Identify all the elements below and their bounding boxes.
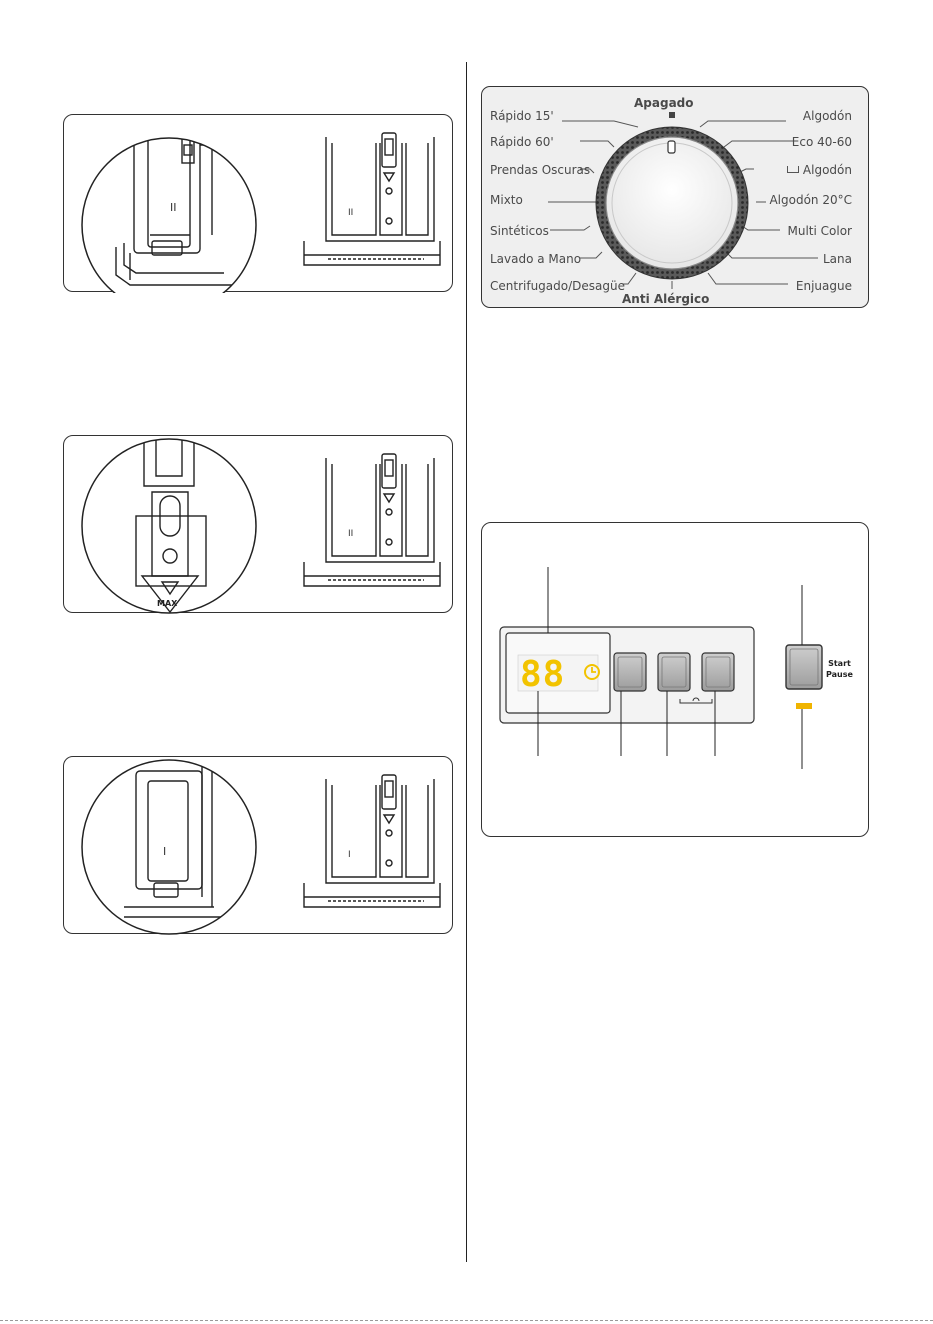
page-bottom-rule <box>0 1320 933 1321</box>
max-mark: MAX <box>157 599 178 608</box>
program-dial-panel: Apagado Anti Alérgico Rápido 15' Rápido … <box>481 86 869 308</box>
detergent-drawer-1: II <box>304 133 440 265</box>
program-sinteticos: Sintéticos <box>490 224 549 238</box>
dial-label-apagado: Apagado <box>634 96 694 110</box>
program-rapido-60: Rápido 60' <box>490 135 554 149</box>
start-label-text: Start <box>826 658 853 669</box>
control-panel-figure: 88 Start Pause <box>481 522 869 837</box>
program-knob-face[interactable] <box>606 137 738 269</box>
display-digits: 88 <box>520 656 580 694</box>
dispenser-figure-3: I I <box>63 756 453 934</box>
option-button-2[interactable] <box>658 653 690 691</box>
program-mixto: Mixto <box>490 193 523 207</box>
svg-text:II: II <box>348 208 353 218</box>
detergent-drawer-3: I <box>304 775 440 907</box>
option-button-3[interactable] <box>702 653 734 691</box>
pause-label-text: Pause <box>826 669 853 680</box>
prewash-icon <box>787 166 799 173</box>
program-lavado-a-mano: Lavado a Mano <box>490 252 581 266</box>
program-rapido-15: Rápido 15' <box>490 109 554 123</box>
compartment-mark-ii: II <box>170 201 177 214</box>
program-prendas-oscuras: Prendas Oscuras <box>490 163 590 177</box>
compartment-mark-i: I <box>163 845 166 858</box>
program-lana: Lana <box>823 252 852 266</box>
program-algodon-prewash-label: Algodón <box>803 163 852 177</box>
start-pause-button[interactable] <box>786 645 822 689</box>
svg-text:II: II <box>348 529 353 539</box>
column-divider <box>466 62 467 1262</box>
dispenser-figure-3-drawing: I I <box>64 757 454 935</box>
dispenser-figure-2-drawing: MAX II <box>64 436 454 614</box>
dispenser-figure-1-drawing: II II <box>64 115 454 293</box>
dial-label-anti-alergico: Anti Alérgico <box>622 292 709 306</box>
off-indicator <box>669 112 675 118</box>
option-button-1[interactable] <box>614 653 646 691</box>
program-eco-40-60: Eco 40-60 <box>792 135 852 149</box>
program-algodon: Algodón <box>803 109 852 123</box>
svg-text:I: I <box>348 850 351 860</box>
program-algodon-20c: Algodón 20°C <box>769 193 852 207</box>
knob-pointer <box>668 141 675 153</box>
program-centrifugado-desague: Centrifugado/Desagüe <box>490 279 625 293</box>
program-multi-color: Multi Color <box>788 224 852 238</box>
detergent-drawer-2: II <box>304 454 440 586</box>
program-algodon-prewash: Algodón <box>787 163 852 177</box>
start-led <box>796 703 812 709</box>
program-enjuague: Enjuague <box>796 279 852 293</box>
start-pause-label: Start Pause <box>826 658 853 680</box>
dispenser-figure-2: MAX II <box>63 435 453 613</box>
dispenser-figure-1: II II <box>63 114 453 292</box>
